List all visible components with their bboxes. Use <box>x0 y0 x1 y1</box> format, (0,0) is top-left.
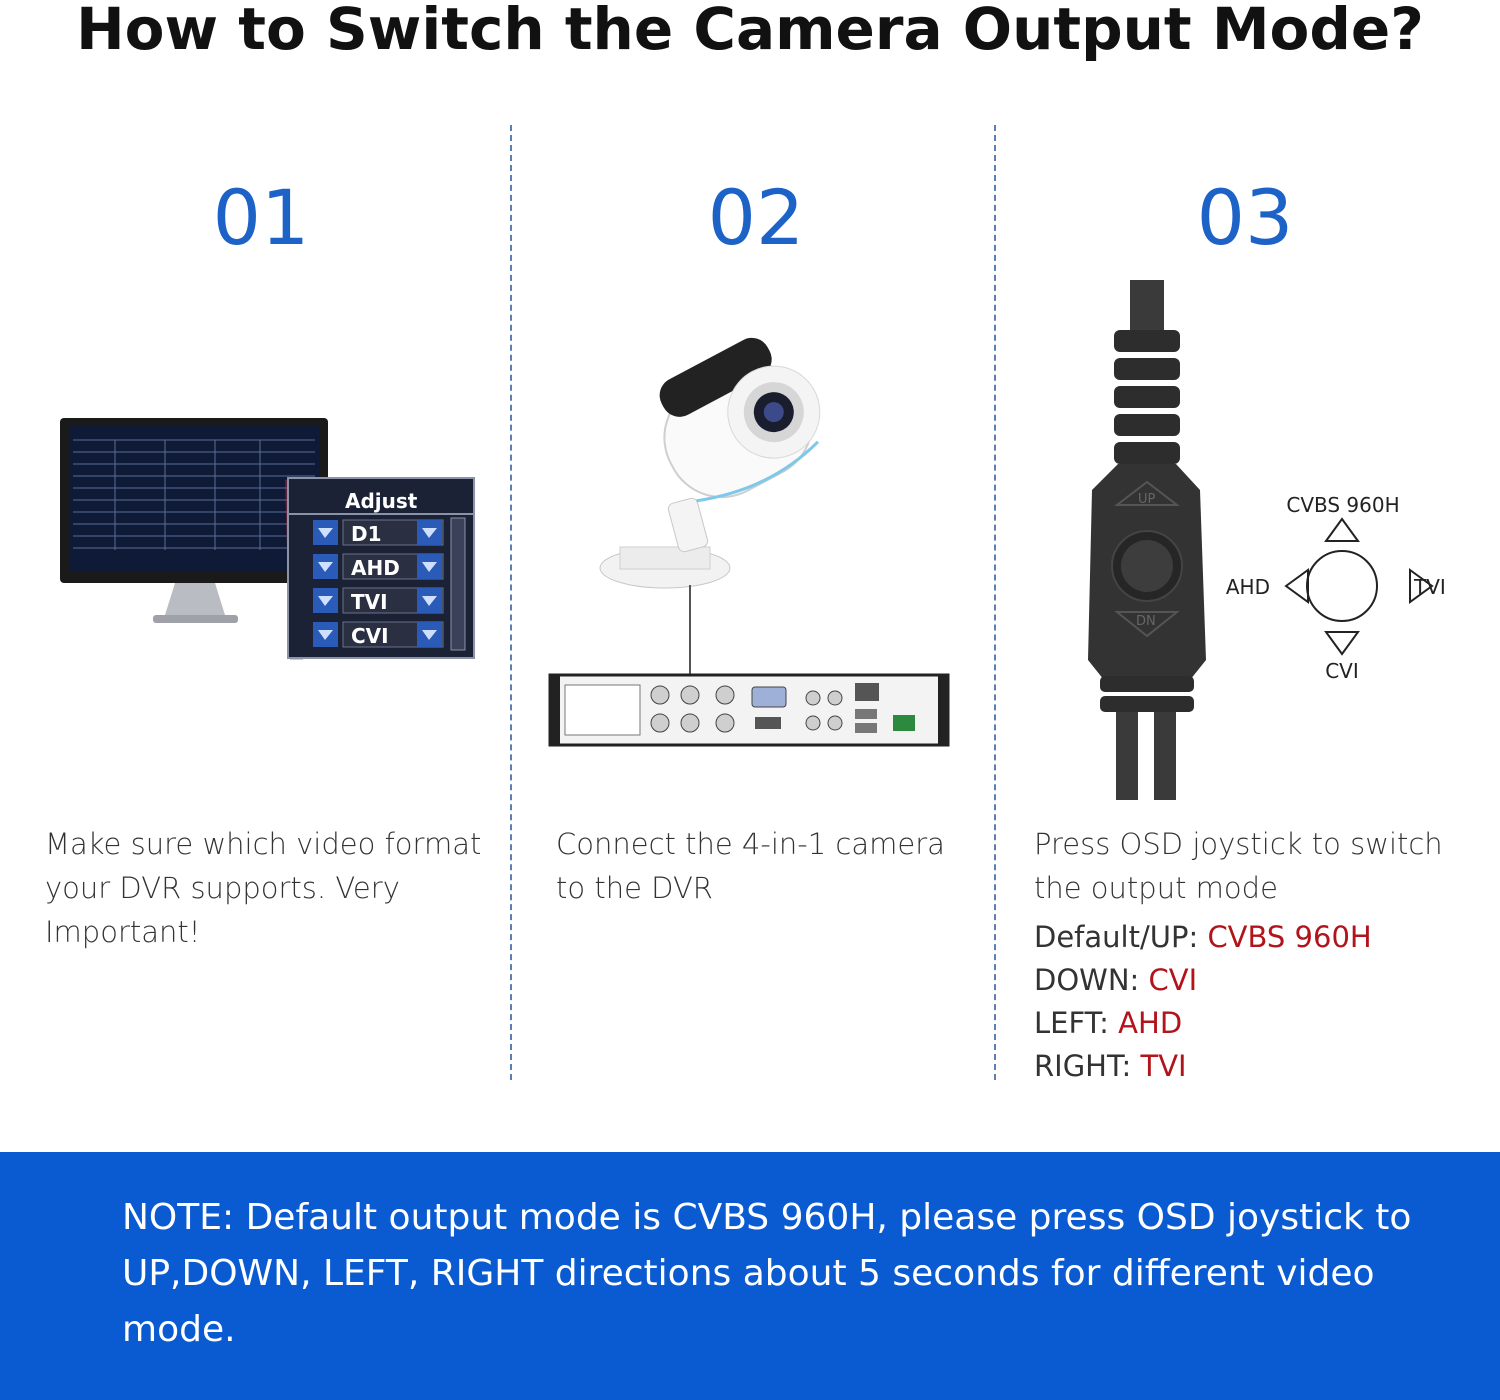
mode-row-down: DOWN: CVI <box>1034 959 1494 1002</box>
mode-value: CVBS 960H <box>1207 920 1372 954</box>
step-2-description: Connect the 4-in-1 camera to the DVR <box>556 827 945 905</box>
dvr-menu-header: Adjust <box>345 489 418 513</box>
mode-label: LEFT: <box>1034 1006 1119 1040</box>
column-divider <box>994 125 996 1080</box>
mode-value: AHD <box>1118 1006 1183 1040</box>
step-number-2: 02 <box>707 173 805 262</box>
page-title: How to Switch the Camera Output Mode? <box>76 0 1424 63</box>
step-number-3: 03 <box>1196 173 1294 262</box>
mode-row-up: Default/UP: CVBS 960H <box>1034 916 1494 959</box>
mode-label: RIGHT: <box>1034 1049 1141 1083</box>
mode-list: Default/UP: CVBS 960H DOWN: CVI LEFT: AH… <box>1034 916 1494 1088</box>
dvr-menu-option: D1 <box>351 522 382 546</box>
dvr-menu-option: CVI <box>351 624 389 648</box>
dvr-monitor-illustration: Adjust D1 AHD TVI CVI <box>60 418 475 660</box>
mode-row-right: RIGHT: TVI <box>1034 1045 1494 1088</box>
mode-row-left: LEFT: AHD <box>1034 1002 1494 1045</box>
mode-value: TVI <box>1140 1049 1187 1083</box>
mode-label: Default/UP: <box>1034 920 1208 954</box>
joystick-up-marking: UP <box>1138 492 1156 507</box>
dvr-menu-option: TVI <box>351 590 388 614</box>
direction-label-right: TVI <box>1413 575 1446 599</box>
joystick-down-marking: DN <box>1136 614 1156 629</box>
note-banner <box>0 1152 1500 1400</box>
step-3-content: Press OSD joystick to switch the output … <box>1034 822 1494 1088</box>
column-divider <box>510 125 512 1080</box>
camera-dvr-illustration <box>548 337 950 747</box>
dvr-menu-option: AHD <box>351 556 400 580</box>
step-3-description: Press OSD joystick to switch the output … <box>1034 827 1443 905</box>
step-number-1: 01 <box>212 173 310 262</box>
note-text: NOTE: Default output mode is CVBS 960H, … <box>122 1197 1412 1350</box>
direction-label-down: CVI <box>1325 659 1359 683</box>
direction-label-left: AHD <box>1226 575 1270 599</box>
step-1-description: Make sure which video format your DVR su… <box>45 827 482 949</box>
mode-value: CVI <box>1148 963 1198 997</box>
mode-label: DOWN: <box>1034 963 1149 997</box>
osd-joystick-illustration: UP DN CVBS 960H AHD TVI CVI <box>1088 280 1446 800</box>
direction-label-up: CVBS 960H <box>1286 493 1399 517</box>
